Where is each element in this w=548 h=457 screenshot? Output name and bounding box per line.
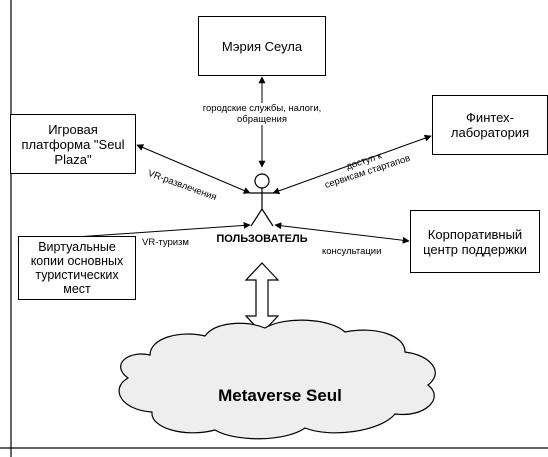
- metaverse-label: Metaverse Seul: [218, 386, 342, 405]
- node-virtual-copies-label: Виртуальные копии основных туристических…: [30, 240, 124, 296]
- node-city-hall-label: Мэрия Сеула: [221, 38, 303, 54]
- node-support-label: Корпоративный центр поддержки: [423, 226, 527, 257]
- node-game-platform-label: Игровая платформа "Seul Plaza": [21, 121, 125, 167]
- edge-label-city-hall: городские службы, налоги, обращения: [196, 103, 328, 125]
- edge-game-platform: [136, 144, 251, 194]
- user-stick-figure: [250, 173, 274, 227]
- edge-label-virtual-copies: VR-туризм: [142, 237, 189, 248]
- edge-support: [274, 222, 410, 244]
- user-label: ПОЛЬЗОВАТЕЛЬ: [216, 233, 308, 245]
- node-fintech: Финтех- лаборатория: [432, 95, 548, 155]
- node-fintech-label: Финтех- лаборатория: [450, 110, 530, 140]
- edge-label-support: консультации: [322, 246, 382, 257]
- edge-fintech: [272, 134, 432, 195]
- node-virtual-copies: Виртуальные копии основных туристических…: [18, 236, 136, 300]
- node-support: Корпоративный центр поддержки: [410, 210, 540, 273]
- node-game-platform: Игровая платформа "Seul Plaza": [10, 114, 136, 174]
- double-arrow-icon: [244, 262, 280, 334]
- node-city-hall: Мэрия Сеула: [198, 16, 326, 76]
- metaverse-cloud-icon: [118, 319, 436, 440]
